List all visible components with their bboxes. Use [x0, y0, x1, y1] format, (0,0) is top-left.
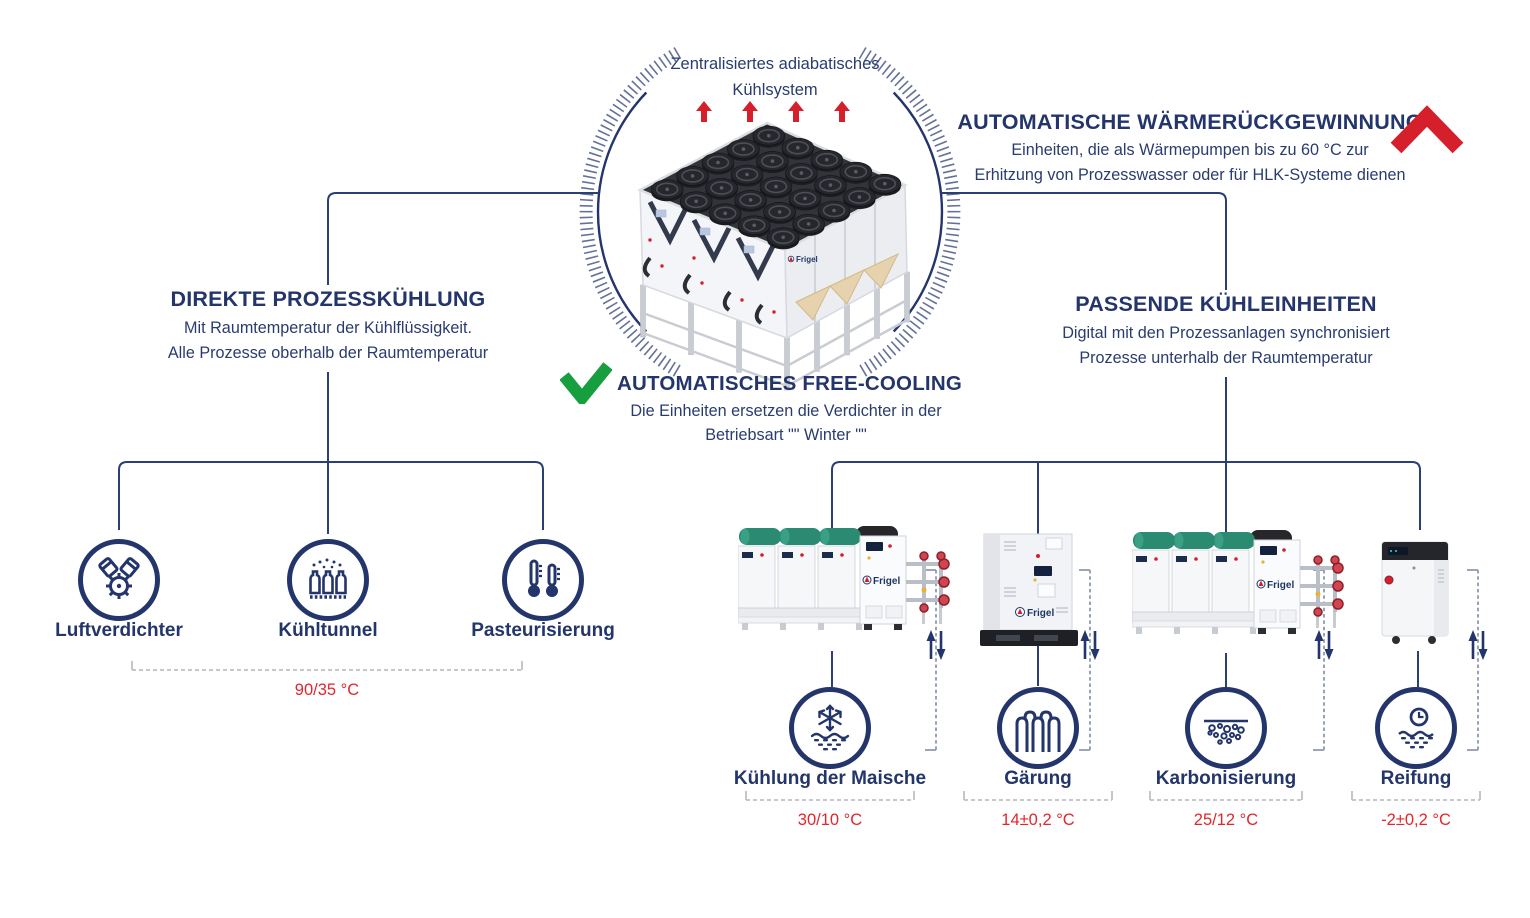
temp-range-direct: 90/35 °C: [294, 681, 360, 699]
central-system-label-line2: Kühlsystem: [732, 81, 818, 99]
temp-reifung: -2±0,2 °C: [1381, 811, 1451, 829]
temp-gaerung: 14±0,2 °C: [1001, 811, 1075, 829]
frigel-logo-text: Frigel: [796, 255, 818, 264]
temp-maische: 30/10 °C: [797, 811, 863, 829]
cooler-hoses: [642, 256, 764, 325]
process-label-karbonisierung: Karbonisierung: [1155, 768, 1297, 789]
carbonation-chiller-image: [1132, 528, 1345, 636]
process-label-pasteurisierung: Pasteurisierung: [471, 620, 615, 641]
pasteurization-icon: [528, 559, 560, 597]
frigel-logo-triangle: [789, 256, 793, 261]
heat-recovery-desc-line2: Erhitzung von Prozesswasser oder für HLK…: [974, 166, 1406, 184]
free-cooling-desc-line2: Betriebsart "" Winter "": [705, 425, 867, 444]
process-circle-gaerung: [997, 687, 1079, 769]
free-cooling-desc: Die Einheiten ersetzen die Verdichter in…: [555, 400, 1017, 447]
maturation-icon: [1398, 707, 1434, 749]
check-icon: [560, 362, 612, 404]
process-circle-pasteurisierung: [502, 539, 584, 621]
matched-units-desc-line1: Digital mit den Prozessanlagen synchroni…: [1062, 324, 1390, 342]
fermentation-chiller-image: Frigel: [980, 533, 1078, 646]
maturation-chiller-image: [1381, 541, 1449, 644]
direct-cooling-block: DIREKTE PROZESSKÜHLUNG Mit Raumtemperatu…: [88, 285, 568, 372]
process-circle-luftverdichter: [78, 539, 160, 621]
cooler-fans: [650, 125, 902, 250]
carbonation-icon: [1204, 719, 1248, 745]
cooling-tunnel-icon: [309, 558, 347, 599]
circle-arc-left: [596, 91, 648, 333]
process-label-maische: Kühlung der Maische: [733, 768, 927, 789]
cooler-legs: [640, 271, 910, 391]
heat-recovery-block: AUTOMATISCHE WÄRMERÜCKGEWINNUNG Einheite…: [950, 110, 1430, 188]
circle-arc-right: [892, 91, 944, 333]
air-compressor-icon: [98, 557, 140, 599]
bubbles: [1207, 723, 1245, 745]
heat-recovery-title: AUTOMATISCHE WÄRMERÜCKGEWINNUNG: [957, 110, 1423, 134]
free-cooling-title: AUTOMATISCHES FREE-COOLING: [617, 372, 962, 395]
central-system-label-line1: Zentralisiertes adiabatisches: [670, 55, 880, 73]
temp-range-brackets: [131, 661, 1481, 801]
mash-cooling-icon: [810, 704, 850, 751]
cooler-hoppers: [795, 252, 900, 321]
mash-cooling-chiller-image: [738, 524, 951, 632]
process-label-kuehltunnel: Kühltunnel: [278, 620, 378, 641]
process-label-reifung: Reifung: [1380, 768, 1452, 789]
process-circle-maische: [789, 687, 871, 769]
process-circle-karbonisierung: [1185, 687, 1267, 769]
direct-cooling-desc-line2: Alle Prozesse oberhalb der Raumtemperatu…: [167, 344, 489, 362]
mash-dashes: [1401, 737, 1433, 749]
direct-cooling-desc-line1: Mit Raumtemperatur der Kühlflüssigkeit.: [184, 319, 472, 337]
temp-karbonisierung: 25/12 °C: [1193, 811, 1259, 829]
fermentation-icon: [1015, 710, 1061, 752]
droplets: [312, 558, 342, 569]
hatch-arc-left: [579, 47, 682, 377]
hatch-arc-right: [858, 47, 961, 377]
cooler-panels: [655, 209, 755, 254]
matched-units-desc-line2: Prozesse unterhalb der Raumtemperatur: [1079, 349, 1373, 367]
matched-units-block: PASSENDE KÜHLEINHEITEN Digital mit den P…: [986, 290, 1466, 377]
tree-lines: [118, 192, 1421, 687]
mash-dashes: [814, 739, 846, 751]
adiabatic-cooler-image: Frigel: [637, 121, 910, 391]
matched-units-title: PASSENDE KÜHLEINHEITEN: [1075, 292, 1377, 316]
process-circle-kuehltunnel: [287, 539, 369, 621]
chevron-up-icon: [1390, 105, 1464, 154]
process-label-luftverdichter: Luftverdichter: [55, 620, 183, 641]
central-system-label: Zentralisiertes adiabatisches Kühlsystem: [560, 51, 990, 103]
heat-recovery-desc-line1: Einheiten, die als Wärmepumpen bis zu 60…: [1011, 141, 1369, 159]
process-circle-reifung: [1375, 687, 1457, 769]
frigel-logo-text: Frigel: [1027, 608, 1054, 619]
cooler-valve-dots: [648, 238, 776, 314]
direct-cooling-title: DIREKTE PROZESSKÜHLUNG: [170, 287, 486, 311]
free-cooling-desc-line1: Die Einheiten ersetzen die Verdichter in…: [630, 402, 942, 420]
process-label-gaerung: Gärung: [1004, 768, 1072, 789]
heat-exhaust-arrows: [696, 101, 850, 122]
